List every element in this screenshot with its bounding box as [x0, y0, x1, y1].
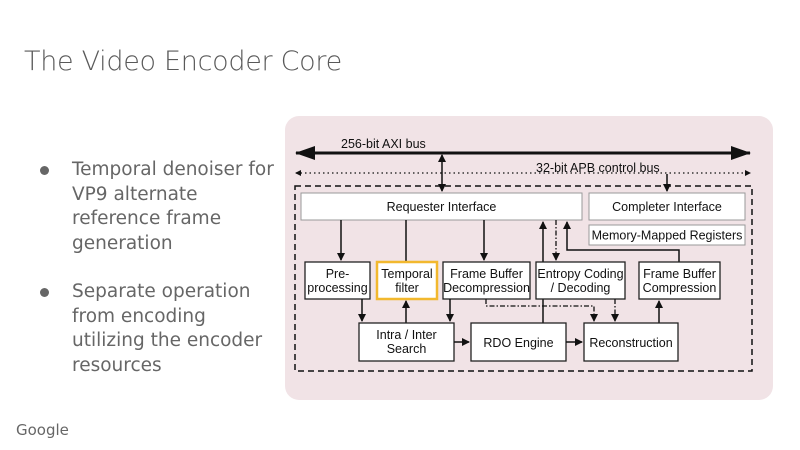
preprocessing-block: Pre- processing: [304, 261, 371, 300]
bullet-list: Temporal denoiser for VP9 alternate refe…: [40, 158, 280, 402]
core-boundary: [294, 185, 753, 372]
entropy-label-2: / Decoding: [551, 281, 611, 295]
axi-bus-label: 256-bit AXI bus: [341, 137, 426, 151]
intra-inter-search-block: Intra / Inter Search: [358, 322, 455, 362]
bullet-dot-icon: [40, 166, 49, 175]
temporal-filter-block: Temporal filter: [375, 260, 439, 301]
fb-decompression-block: Frame Buffer Decompression: [442, 261, 531, 300]
bullet-item: Temporal denoiser for VP9 alternate refe…: [40, 158, 280, 256]
preprocessing-label-2: processing: [307, 281, 367, 295]
slide-title: The Video Encoder Core: [24, 46, 342, 77]
search-label-2: Search: [387, 342, 427, 356]
fb-decompression-to-reconstruction: [485, 299, 598, 322]
requester-interface: Requester Interface: [300, 192, 583, 221]
reconstruction-block: Reconstruction: [583, 322, 679, 362]
temporal-filter-label-1: Temporal: [381, 267, 432, 281]
preprocessing-label-1: Pre-: [326, 267, 350, 281]
requester-interface-label: Requester Interface: [387, 200, 497, 214]
entropy-coding-block: Entropy Coding / Decoding: [535, 261, 626, 300]
rdo-engine-block: RDO Engine: [470, 322, 567, 362]
memory-mapped-registers: Memory-Mapped Registers: [588, 224, 746, 246]
registers-label: Memory-Mapped Registers: [592, 229, 743, 243]
fb-compression-label-1: Frame Buffer: [643, 267, 716, 281]
google-logo: Google: [16, 421, 69, 439]
bullet-dot-icon: [40, 288, 49, 297]
fb-compression-to-requester: [563, 221, 680, 262]
reconstruction-label: Reconstruction: [589, 336, 672, 350]
bullet-item: Separate operation from encoding utilizi…: [40, 280, 280, 378]
bullet-text: Temporal denoiser for VP9 alternate refe…: [72, 159, 274, 254]
fb-decompression-label-1: Frame Buffer: [450, 267, 523, 281]
entropy-label-1: Entropy Coding: [537, 267, 623, 281]
completer-interface: Completer Interface: [588, 192, 746, 221]
fb-compression-label-2: Compression: [643, 281, 717, 295]
bullet-text: Separate operation from encoding utilizi…: [72, 281, 263, 376]
apb-bus-label: 32-bit APB control bus: [536, 161, 660, 175]
search-label-1: Intra / Inter: [376, 328, 436, 342]
rdo-label: RDO Engine: [483, 336, 553, 350]
fb-compression-block: Frame Buffer Compression: [638, 261, 721, 300]
fb-decompression-label-2: Decompression: [443, 281, 530, 295]
temporal-filter-label-2: filter: [395, 281, 419, 295]
completer-interface-label: Completer Interface: [612, 200, 722, 214]
